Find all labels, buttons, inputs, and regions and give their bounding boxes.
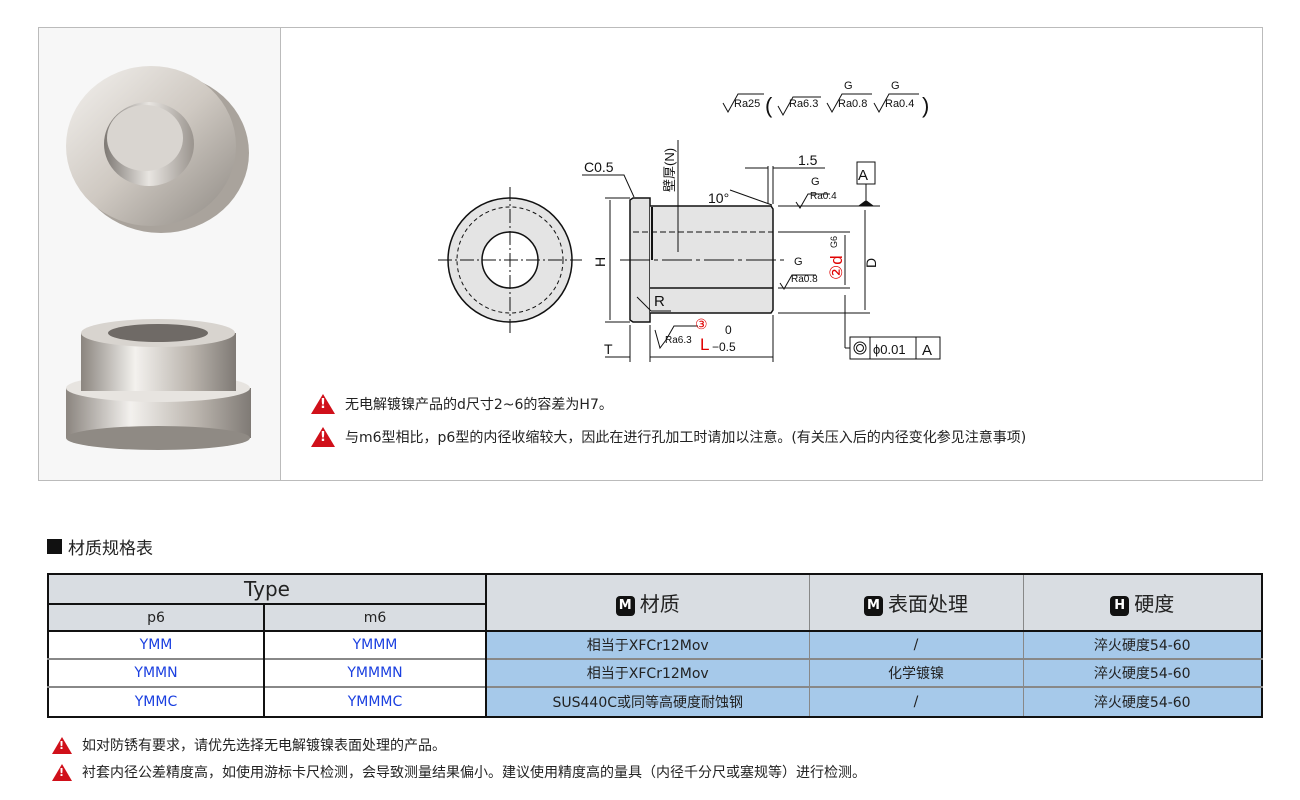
p6-part-link[interactable]: YMM bbox=[47, 630, 265, 660]
p6-part-link[interactable]: YMMN bbox=[47, 658, 265, 688]
dim-t: T bbox=[604, 341, 613, 357]
m6-part-link[interactable]: YMMMN bbox=[263, 658, 487, 688]
radius-label: R bbox=[654, 293, 665, 310]
section-title-text: 材质规格表 bbox=[68, 539, 153, 559]
material-cell: 相当于XFCr12Mov bbox=[485, 658, 810, 688]
grind-mark: G bbox=[891, 80, 900, 92]
m6-part-link[interactable]: YMMMC bbox=[263, 686, 487, 718]
bottom-note-2: 衬套内径公差精度高，如使用游标卡尺检测，会导致测量结果偏小。建议使用精度高的量具… bbox=[52, 762, 866, 782]
surface-badge-icon: M bbox=[864, 596, 883, 616]
dim-d-inner: ②d bbox=[827, 255, 846, 280]
surface-roughness-ra63: Ra6.3 bbox=[665, 335, 692, 346]
p6-part-link[interactable]: YMMC bbox=[47, 686, 265, 718]
warning-icon bbox=[311, 394, 335, 414]
table-row: YMM YMMM 相当于XFCr12Mov / 淬火硬度54-60 bbox=[47, 630, 1263, 660]
grind-mark: G bbox=[811, 176, 820, 188]
circle-3-label: ③ bbox=[695, 316, 708, 332]
note-text: 衬套内径公差精度高，如使用游标卡尺检测，会导致测量结果偏小。建议使用精度高的量具… bbox=[82, 765, 866, 781]
warning-icon bbox=[52, 736, 72, 754]
material-header-text: 材质 bbox=[639, 592, 680, 616]
concentricity-datum: A bbox=[922, 342, 932, 359]
surface-roughness-ra63: Ra6.3 bbox=[789, 98, 818, 110]
m6-part-link[interactable]: YMMM bbox=[263, 630, 487, 660]
l-tolerance-upper: 0 bbox=[725, 323, 732, 337]
note-1: 无电解镀镍产品的d尺寸2~6的容差为H7。 bbox=[311, 394, 613, 414]
paren-open: ( bbox=[765, 93, 773, 118]
wall-thickness-label: 壁厚(N) bbox=[662, 148, 677, 192]
dim-d-outer: D bbox=[863, 258, 879, 268]
dim-l: L bbox=[700, 335, 709, 354]
grind-mark: G bbox=[844, 80, 853, 92]
hardness-header-text: 硬度 bbox=[1134, 592, 1175, 616]
warning-icon bbox=[52, 763, 72, 781]
surface-cell: / bbox=[808, 630, 1024, 660]
square-bullet-icon bbox=[47, 539, 62, 554]
paren-close: ) bbox=[922, 93, 929, 118]
technical-drawing: Ra25 ( Ra6.3 Ra0.8 G Ra0.4 G ) C0.5 壁厚(N… bbox=[438, 80, 941, 362]
material-cell: 相当于XFCr12Mov bbox=[485, 630, 810, 660]
hardness-badge-icon: H bbox=[1110, 596, 1130, 616]
surface-cell: 化学镀镍 bbox=[808, 658, 1024, 688]
surface-roughness-ra04: Ra0.4 bbox=[810, 191, 837, 202]
hardness-cell: 淬火硬度54-60 bbox=[1022, 630, 1263, 660]
chamfer-label: C0.5 bbox=[584, 159, 614, 175]
surface-roughness-ra08: Ra0.8 bbox=[791, 274, 818, 285]
tolerance-g6: G6 bbox=[829, 236, 839, 248]
concentricity-value: ϕ0.01 bbox=[873, 342, 906, 357]
hardness-cell: 淬火硬度54-60 bbox=[1022, 686, 1263, 718]
l-tolerance-lower: −0.5 bbox=[712, 340, 736, 354]
product-images-panel bbox=[39, 28, 281, 480]
surface-roughness-ra25: Ra25 bbox=[734, 98, 760, 110]
surface-cell: / bbox=[808, 686, 1024, 718]
note-text: 无电解镀镍产品的d尺寸2~6的容差为H7。 bbox=[345, 397, 613, 413]
note-text: 与m6型相比，p6型的内径收缩较大，因此在进行孔加工时请加以注意。(有关压入后的… bbox=[345, 430, 1027, 446]
bushing-side-view-image bbox=[66, 319, 251, 450]
bushing-top-view-image bbox=[66, 66, 249, 233]
angle-label: 10° bbox=[708, 190, 729, 206]
type-header: Type bbox=[47, 573, 487, 605]
material-badge-icon: M bbox=[615, 596, 635, 616]
product-info-box: 无电解镀镍产品的d尺寸2~6的容差为H7。 与m6型相比，p6型的内径收缩较大，… bbox=[38, 27, 1263, 481]
dim-h: H bbox=[592, 257, 608, 267]
warning-icon bbox=[311, 427, 335, 447]
section-title: 材质规格表 bbox=[47, 534, 153, 559]
grind-mark: G bbox=[794, 256, 803, 268]
surface-roughness-ra04: Ra0.4 bbox=[885, 98, 914, 110]
hardness-cell: 淬火硬度54-60 bbox=[1022, 658, 1263, 688]
surface-roughness-ra08: Ra0.8 bbox=[838, 98, 867, 110]
p6-header: p6 bbox=[47, 603, 265, 632]
surface-header-text: 表面处理 bbox=[888, 592, 968, 616]
datum-a: A bbox=[858, 167, 868, 184]
note-text: 如对防锈有要求，请优先选择无电解镀镍表面处理的产品。 bbox=[82, 738, 446, 754]
bottom-note-1: 如对防锈有要求，请优先选择无电解镀镍表面处理的产品。 bbox=[52, 735, 446, 755]
m6-header: m6 bbox=[263, 603, 487, 632]
table-row: YMMN YMMMN 相当于XFCr12Mov 化学镀镍 淬火硬度54-60 bbox=[47, 658, 1263, 688]
material-cell: SUS440C或同等高硬度耐蚀钢 bbox=[485, 686, 810, 718]
note-2: 与m6型相比，p6型的内径收缩较大，因此在进行孔加工时请加以注意。(有关压入后的… bbox=[311, 427, 1026, 447]
table-row: YMMC YMMMC SUS440C或同等高硬度耐蚀钢 / 淬火硬度54-60 bbox=[47, 686, 1263, 718]
dim-1-5: 1.5 bbox=[798, 152, 818, 168]
